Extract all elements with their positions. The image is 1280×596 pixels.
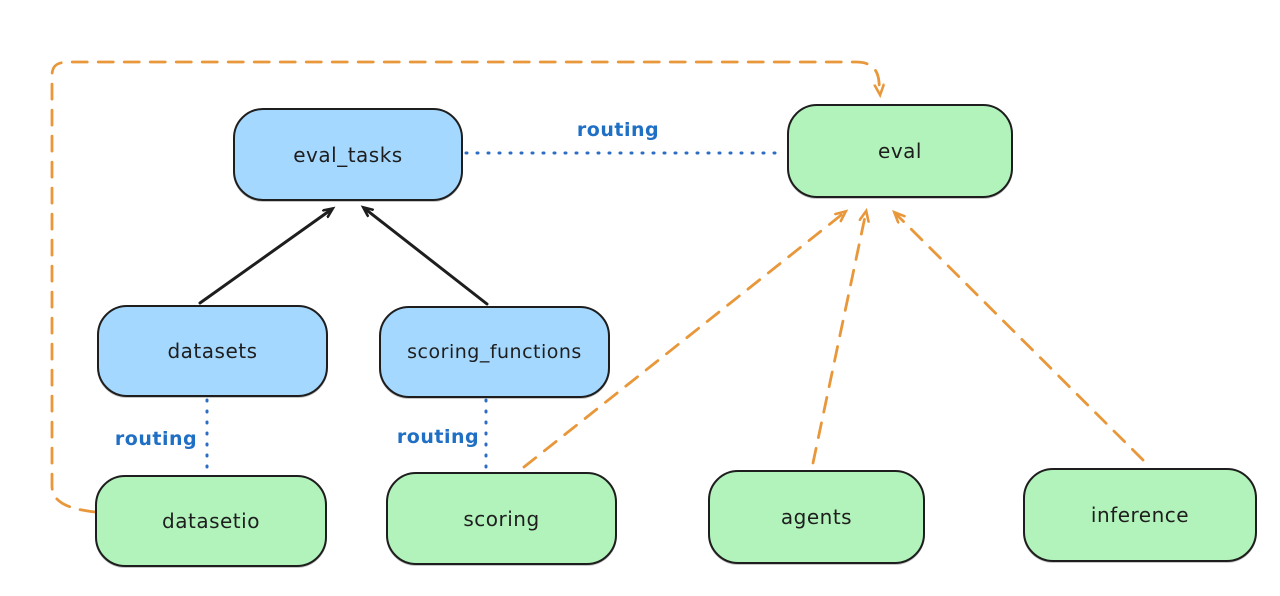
node-agents: agents — [708, 470, 925, 564]
node-eval: eval — [787, 104, 1013, 198]
node-agents-label: agents — [780, 505, 853, 529]
node-inference: inference — [1023, 468, 1257, 562]
node-datasets: datasets — [97, 305, 328, 397]
node-eval-tasks: eval_tasks — [233, 108, 463, 201]
node-datasetio-label: datasetio — [162, 509, 260, 533]
routing-label-eval-tasks-eval: routing — [576, 119, 660, 141]
node-inference-label: inference — [1090, 503, 1190, 527]
edge-inference-to-eval — [895, 213, 1145, 462]
node-datasetio: datasetio — [95, 475, 327, 567]
edge-scoring-to-eval — [522, 212, 845, 469]
node-eval-tasks-label: eval_tasks — [293, 142, 403, 167]
node-scoring: scoring — [386, 472, 617, 565]
node-datasets-label: datasets — [167, 339, 258, 363]
node-scoring-label: scoring — [463, 506, 540, 531]
routing-label-scoring-functions-scoring: routing — [396, 426, 480, 448]
edge-datasets-to-eval_tasks — [198, 209, 332, 305]
edge-scoring_functions-to-eval_tasks — [364, 208, 489, 306]
routing-label-datasets-datasetio: routing — [114, 428, 198, 450]
edge-datasetio-to-eval — [50, 60, 880, 514]
node-scoring-functions-label: scoring_functions — [407, 341, 582, 363]
node-eval-label: eval — [878, 139, 922, 163]
node-scoring-functions: scoring_functions — [379, 306, 610, 398]
edge-agents-to-eval — [811, 212, 866, 465]
